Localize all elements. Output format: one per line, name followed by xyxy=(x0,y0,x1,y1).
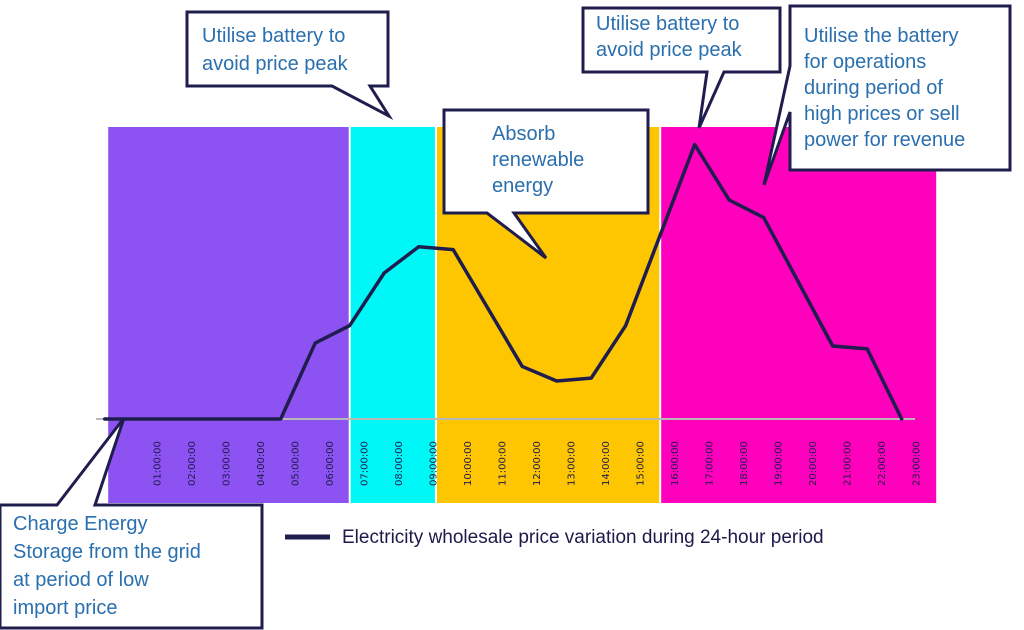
x-tick-label: 15:00:00 xyxy=(636,441,647,486)
x-tick-label: 20:00:00 xyxy=(808,441,819,486)
callout-line: Absorb xyxy=(492,123,555,145)
callout-absorb-text: Absorb renewable energy xyxy=(492,123,590,197)
series-line-1 xyxy=(103,142,904,421)
callout-charge: Charge Energy Storage from the grid at p… xyxy=(0,417,264,630)
callout-absorb: Absorb renewable energy xyxy=(442,108,650,260)
x-tick-label: 09:00:00 xyxy=(429,441,440,486)
x-tick-labels: 01:00:00 02:00:00 03:00:00 04:00:00 05:00:00… xyxy=(153,441,923,486)
x-tick-label: 16:00:00 xyxy=(670,441,681,486)
x-tick-label: 03:00:00 xyxy=(222,441,233,486)
time-band-4 xyxy=(660,127,937,503)
x-tick-label: 07:00:00 xyxy=(360,441,371,486)
callout-charge-box xyxy=(0,417,264,630)
time-band-1 xyxy=(108,127,350,503)
x-tick-label: 19:00:00 xyxy=(774,441,785,486)
callout-line: avoid price peak xyxy=(202,53,349,75)
callout-avoid-morning-box xyxy=(185,10,394,120)
x-tick-label: 23:00:00 xyxy=(912,441,923,486)
callout-line: renewable xyxy=(492,149,584,171)
callout-high-prices: Utilise the battery for operations durin… xyxy=(762,4,1012,186)
x-tick-label: 13:00:00 xyxy=(567,441,578,486)
callout-charge-text: Charge Energy Storage from the grid at p… xyxy=(13,513,206,619)
callout-line: Charge Energy xyxy=(13,513,148,535)
callout-avoid-evening-text: Utilise battery to avoid price peak xyxy=(596,13,745,61)
price-series xyxy=(103,142,904,421)
x-tick-label: 18:00:00 xyxy=(739,441,750,486)
callout-line: during period of xyxy=(804,77,943,99)
x-tick-label: 14:00:00 xyxy=(601,441,612,486)
callout-line: power for revenue xyxy=(804,129,965,151)
x-tick-label: 08:00:00 xyxy=(394,441,405,486)
callout-absorb-box xyxy=(442,108,650,260)
callout-line: for operations xyxy=(804,51,926,73)
callout-high-prices-text: Utilise the battery for operations durin… xyxy=(804,25,965,151)
callout-avoid-morning-text: Utilise battery to avoid price peak xyxy=(202,25,351,75)
time-band-2 xyxy=(349,127,436,503)
callout-avoid-evening-box xyxy=(581,6,782,129)
callout-line: Utilise the battery xyxy=(804,25,959,47)
x-tick-label: 01:00:00 xyxy=(153,441,164,486)
x-tick-label: 21:00:00 xyxy=(843,441,854,486)
legend-label: Electricity wholesale price variation du… xyxy=(342,527,824,548)
legend: Electricity wholesale price variation du… xyxy=(285,527,824,548)
callout-line: import price xyxy=(13,597,117,619)
x-tick-label: 04:00:00 xyxy=(256,441,267,486)
x-tick-label: 02:00:00 xyxy=(187,441,198,486)
x-tick-label: 06:00:00 xyxy=(325,441,336,486)
x-tick-label: 11:00:00 xyxy=(498,441,509,486)
x-tick-label: 10:00:00 xyxy=(463,441,474,486)
callout-line: Utilise battery to xyxy=(202,25,345,47)
callouts: Charge Energy Storage from the grid at p… xyxy=(0,4,1012,630)
callout-avoid-morning: Utilise battery to avoid price peak xyxy=(185,10,394,120)
callout-high-prices-box xyxy=(762,4,1012,186)
callout-line: at period of low xyxy=(13,569,149,591)
x-tick-label: 22:00:00 xyxy=(877,441,888,486)
callout-avoid-evening: Utilise battery to avoid price peak xyxy=(581,6,782,129)
x-tick-label: 12:00:00 xyxy=(532,441,543,486)
callout-line: high prices or sell xyxy=(804,103,960,125)
x-tick-label: 05:00:00 xyxy=(291,441,302,486)
callout-line: avoid price peak xyxy=(596,39,743,61)
callout-line: Utilise battery to xyxy=(596,13,739,35)
x-tick-label: 17:00:00 xyxy=(705,441,716,486)
callout-line: energy xyxy=(492,175,553,197)
callout-line: Storage from the grid xyxy=(13,541,201,563)
